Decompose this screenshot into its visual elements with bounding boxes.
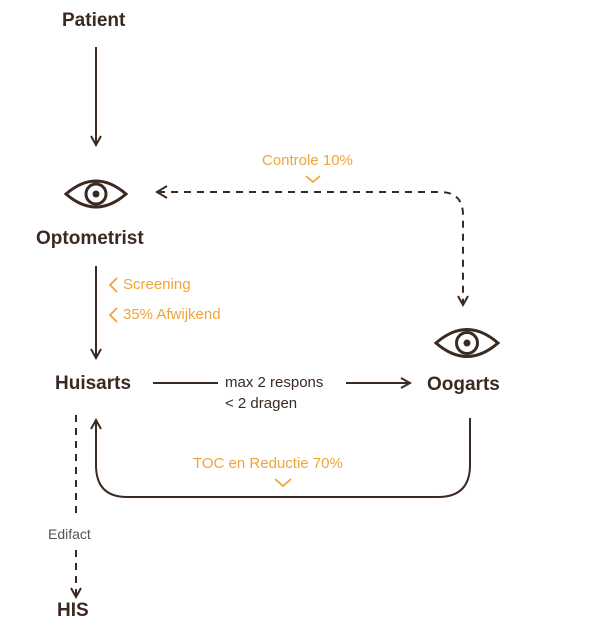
label-afwijkend: 35% Afwijkend: [123, 306, 221, 323]
label-screening: Screening: [123, 276, 191, 293]
node-optometrist: Optometrist: [36, 228, 144, 249]
node-huisarts: Huisarts: [55, 373, 132, 394]
label-controle: Controle 10%: [262, 152, 353, 169]
chevron-down-icon: [305, 175, 321, 184]
chevron-down-icon: [274, 478, 292, 488]
eye-icon: [434, 328, 500, 358]
node-patient: Patient: [62, 10, 126, 31]
oogarts-to-huisarts-return-arrow: [96, 418, 471, 498]
optometrist-oogarts-dashed-arrow: [158, 191, 463, 305]
node-his: HIS: [57, 600, 89, 621]
eye-icon: [64, 179, 128, 209]
arrow-head-left: [155, 185, 168, 199]
chevron-left-icon: [108, 307, 118, 323]
label-edifact: Edifact: [48, 526, 91, 542]
label-dragen: < 2 dragen: [225, 395, 298, 412]
node-oogarts: Oogarts: [427, 374, 500, 395]
label-max-respons: max 2 respons: [225, 374, 324, 391]
label-toc: TOC en Reductie 70%: [193, 455, 343, 472]
chevron-left-icon: [108, 277, 118, 293]
